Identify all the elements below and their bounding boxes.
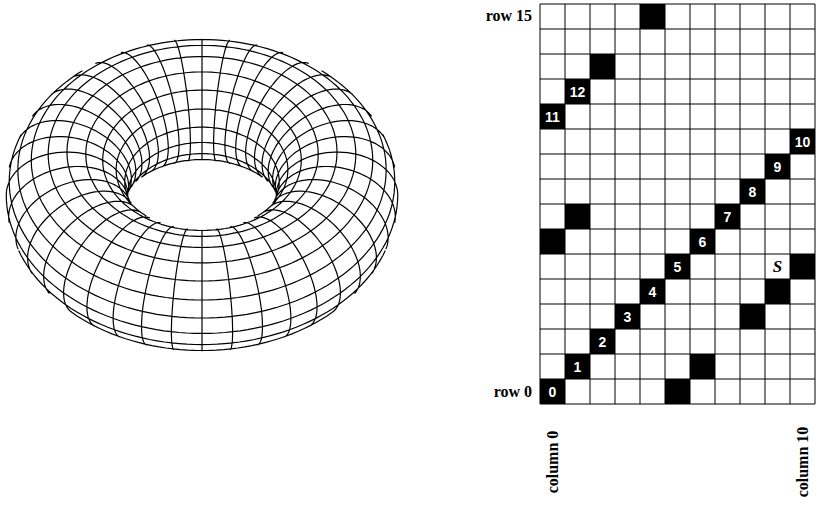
torus-mesh bbox=[6, 39, 398, 351]
black-cell bbox=[715, 204, 740, 229]
cell-number: 2 bbox=[599, 335, 607, 349]
black-cell bbox=[765, 279, 790, 304]
cell-number: S bbox=[773, 258, 782, 275]
cell-number: 1 bbox=[574, 360, 582, 374]
black-cell bbox=[640, 279, 665, 304]
black-cell bbox=[790, 129, 815, 154]
black-cell bbox=[765, 154, 790, 179]
black-cell bbox=[590, 329, 615, 354]
black-cell bbox=[640, 4, 665, 29]
cell-number: 0 bbox=[549, 385, 557, 399]
axis-label: column 0 bbox=[545, 431, 561, 494]
black-cell bbox=[615, 304, 640, 329]
black-cell bbox=[665, 254, 690, 279]
axis-label: row 0 bbox=[494, 384, 532, 400]
black-cell bbox=[565, 354, 590, 379]
black-cell bbox=[540, 229, 565, 254]
black-cell bbox=[565, 79, 590, 104]
grid-lines bbox=[540, 4, 815, 404]
cell-number: 5 bbox=[674, 260, 682, 274]
cell-number: 7 bbox=[724, 210, 732, 224]
black-cell bbox=[565, 204, 590, 229]
cell-number: 10 bbox=[795, 135, 811, 149]
black-cell bbox=[740, 179, 765, 204]
black-cell bbox=[665, 379, 690, 404]
black-cell bbox=[690, 354, 715, 379]
cell-number: 11 bbox=[545, 110, 560, 124]
black-cell bbox=[540, 379, 565, 404]
cell-number: 3 bbox=[624, 310, 632, 324]
black-cell bbox=[540, 104, 565, 129]
axis-label: column 10 bbox=[795, 427, 811, 498]
black-cell bbox=[590, 54, 615, 79]
black-cell bbox=[690, 229, 715, 254]
black-cell bbox=[790, 254, 815, 279]
cell-number: 9 bbox=[774, 160, 782, 174]
cell-number: 8 bbox=[749, 185, 757, 199]
black-cell bbox=[740, 304, 765, 329]
cell-number: 6 bbox=[699, 235, 707, 249]
cell-number: 12 bbox=[570, 85, 586, 99]
axis-label: row 15 bbox=[486, 8, 532, 24]
cell-number: 4 bbox=[649, 285, 657, 299]
